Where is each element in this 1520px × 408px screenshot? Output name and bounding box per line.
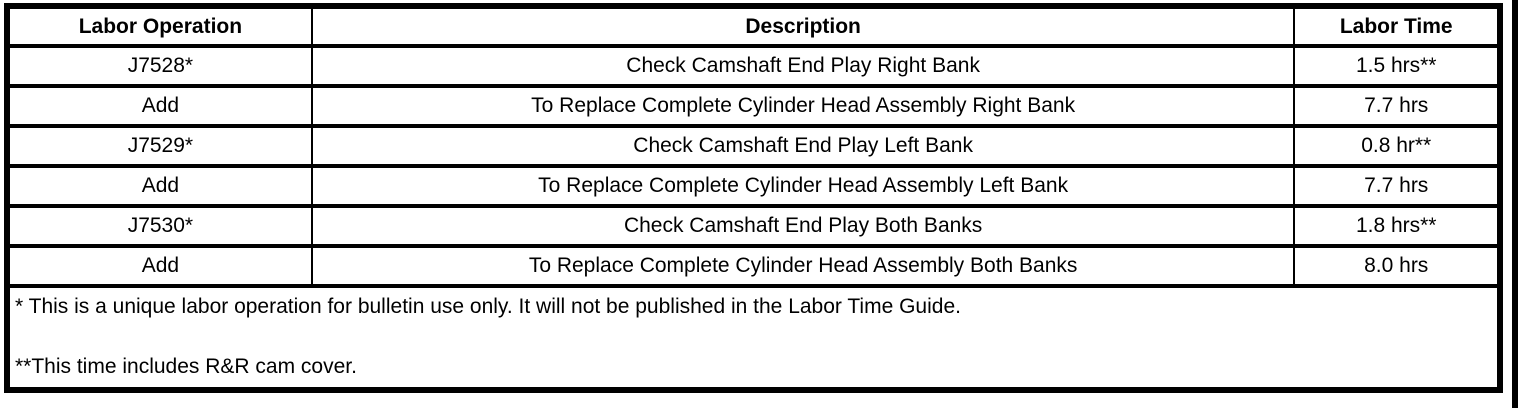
table-row: J7528* Check Camshaft End Play Right Ban… [6, 44, 1501, 88]
cell-labor-time: 7.7 hrs [1293, 84, 1501, 128]
table-row: Add To Replace Complete Cylinder Head As… [6, 244, 1501, 288]
table-header-row: Labor Operation Description Labor Time [6, 4, 1501, 48]
table-row: Add To Replace Complete Cylinder Head As… [6, 84, 1501, 128]
cell-labor-time: 0.8 hr** [1293, 124, 1501, 168]
cell-labor-operation: J7528* [6, 44, 313, 88]
cell-labor-operation: J7530* [6, 204, 313, 248]
cell-description: Check Camshaft End Play Right Bank [310, 44, 1296, 88]
footnote-row: * This is a unique labor operation for b… [6, 284, 1501, 392]
cell-labor-operation: J7529* [6, 124, 313, 168]
cell-labor-operation: Add [6, 244, 313, 288]
cell-labor-time: 1.5 hrs** [1293, 44, 1501, 88]
footnote-cell: * This is a unique labor operation for b… [6, 284, 1501, 392]
header-labor-time: Labor Time [1293, 4, 1501, 48]
page-edge-line [1512, 0, 1518, 408]
table-row: J7529* Check Camshaft End Play Left Bank… [6, 124, 1501, 168]
cell-labor-time: 8.0 hrs [1293, 244, 1501, 288]
cell-labor-operation: Add [6, 84, 313, 128]
cell-description: Check Camshaft End Play Left Bank [310, 124, 1296, 168]
cell-labor-operation: Add [6, 164, 313, 208]
cell-description: To Replace Complete Cylinder Head Assemb… [310, 84, 1296, 128]
footnote-bulletin-use: * This is a unique labor operation for b… [15, 295, 961, 318]
footnote-cam-cover: **This time includes R&R cam cover. [15, 355, 357, 378]
cell-description: Check Camshaft End Play Both Banks [310, 204, 1296, 248]
cell-labor-time: 1.8 hrs** [1293, 204, 1501, 248]
header-labor-operation: Labor Operation [6, 4, 313, 48]
table-row: Add To Replace Complete Cylinder Head As… [6, 164, 1501, 208]
cell-labor-time: 7.7 hrs [1293, 164, 1501, 208]
cell-description: To Replace Complete Cylinder Head Assemb… [310, 164, 1296, 208]
cell-description: To Replace Complete Cylinder Head Assemb… [310, 244, 1296, 288]
labor-time-table: Labor Operation Description Labor Time J… [4, 3, 1503, 393]
table-row: J7530* Check Camshaft End Play Both Bank… [6, 204, 1501, 248]
header-description: Description [310, 4, 1296, 48]
